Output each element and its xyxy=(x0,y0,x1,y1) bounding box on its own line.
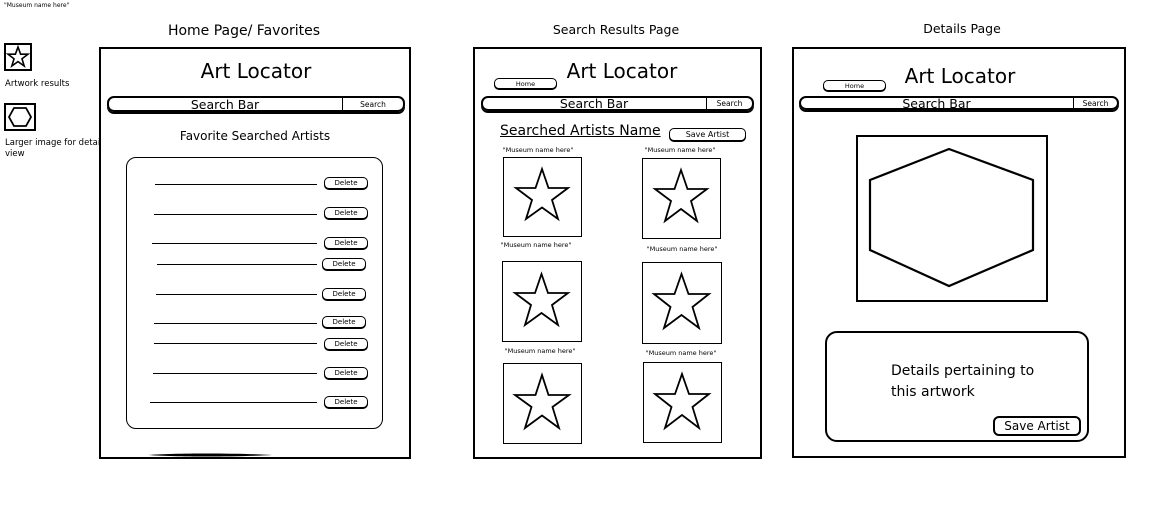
museum-name-label: "Museum name here" xyxy=(645,349,717,357)
legend-star-thumbnail xyxy=(4,43,32,71)
search-button[interactable]: Search xyxy=(1073,97,1117,109)
legend-hexagon-image xyxy=(4,103,36,131)
searched-artist-name: Searched Artists Name xyxy=(500,123,661,139)
search-button[interactable]: Search xyxy=(706,97,752,110)
favorite-artist-row[interactable] xyxy=(150,402,317,403)
search-page-heading: Search Results Page xyxy=(552,22,680,37)
favorites-list xyxy=(126,157,383,429)
search-page-frame xyxy=(473,47,762,459)
delete-button[interactable]: Delete xyxy=(324,177,368,189)
home-search-bar[interactable]: Search Bar Search xyxy=(107,96,405,112)
favorite-artist-row[interactable] xyxy=(153,373,317,374)
search-button[interactable]: Search xyxy=(342,97,403,111)
star-icon xyxy=(512,271,571,328)
artwork-thumbnail[interactable] xyxy=(642,262,722,344)
star-icon xyxy=(6,45,30,69)
favorite-artist-row[interactable] xyxy=(152,243,317,244)
search-bar-label: Search Bar xyxy=(902,95,971,111)
delete-button[interactable]: Delete xyxy=(324,396,368,408)
star-icon xyxy=(652,167,710,224)
artwork-thumbnail[interactable] xyxy=(642,158,721,239)
artwork-detail-image xyxy=(856,135,1048,302)
star-icon xyxy=(512,372,572,431)
details-page-heading: Details Page xyxy=(923,21,1001,36)
artwork-thumbnail[interactable] xyxy=(643,362,722,443)
details-text-line: this artwork xyxy=(891,384,975,400)
details-search-bar[interactable]: Search Bar Search xyxy=(799,95,1119,111)
search-page-search-bar[interactable]: Search Bar Search xyxy=(481,96,754,111)
museum-name-note: "Museum name here" xyxy=(4,2,70,9)
star-icon xyxy=(652,371,712,431)
delete-button[interactable]: Delete xyxy=(324,237,368,249)
museum-name-label: "Museum name here" xyxy=(646,245,718,253)
home-button[interactable]: Home xyxy=(823,80,886,91)
museum-name-label: "Museum name here" xyxy=(500,241,572,249)
star-icon xyxy=(651,271,712,331)
search-bar-label: Search Bar xyxy=(559,96,629,111)
details-app-title: Art Locator xyxy=(904,64,1016,88)
hexagon-icon xyxy=(868,147,1035,288)
search-bar-label: Search Bar xyxy=(190,96,260,112)
save-artist-button[interactable]: Save Artist xyxy=(993,416,1081,436)
delete-button[interactable]: Delete xyxy=(324,207,368,219)
artwork-thumbnail[interactable] xyxy=(502,261,582,342)
legend-image-label: Larger image for detail view xyxy=(5,138,103,159)
artwork-thumbnail[interactable] xyxy=(503,157,582,237)
museum-name-label: "Museum name here" xyxy=(502,146,574,154)
search-app-title: Art Locator xyxy=(566,59,678,83)
hexagon-icon xyxy=(7,107,33,127)
delete-button[interactable]: Delete xyxy=(322,316,366,328)
save-artist-button[interactable]: Save Artist xyxy=(669,128,746,141)
details-text-line: Details pertaining to xyxy=(891,363,1035,379)
museum-name-label: "Museum name here" xyxy=(644,146,716,154)
delete-button[interactable]: Delete xyxy=(322,258,366,270)
details-panel xyxy=(825,331,1089,442)
favorite-artist-row[interactable] xyxy=(154,323,317,324)
favorite-artist-row[interactable] xyxy=(156,294,317,295)
details-page-frame xyxy=(792,47,1126,458)
legend-artwork-label: Artwork results xyxy=(5,79,70,89)
delete-button[interactable]: Delete xyxy=(324,367,368,379)
home-button[interactable]: Home xyxy=(494,78,557,89)
details-text: Details pertaining to this artwork xyxy=(891,361,1034,403)
sketch-stroke xyxy=(148,453,272,457)
star-icon xyxy=(513,166,571,222)
home-app-title: Art Locator xyxy=(200,59,312,83)
delete-button[interactable]: Delete xyxy=(322,288,366,300)
favorite-artist-row[interactable] xyxy=(155,184,317,185)
delete-button[interactable]: Delete xyxy=(324,338,368,350)
artwork-thumbnail[interactable] xyxy=(503,363,582,444)
favorite-artist-row[interactable] xyxy=(154,214,317,215)
favorites-heading: Favorite Searched Artists xyxy=(179,129,331,143)
favorite-artist-row[interactable] xyxy=(154,343,317,344)
home-page-heading: Home Page/ Favorites xyxy=(167,23,321,39)
home-page-frame xyxy=(99,47,411,459)
favorite-artist-row[interactable] xyxy=(157,264,317,265)
museum-name-label: "Museum name here" xyxy=(504,347,576,355)
